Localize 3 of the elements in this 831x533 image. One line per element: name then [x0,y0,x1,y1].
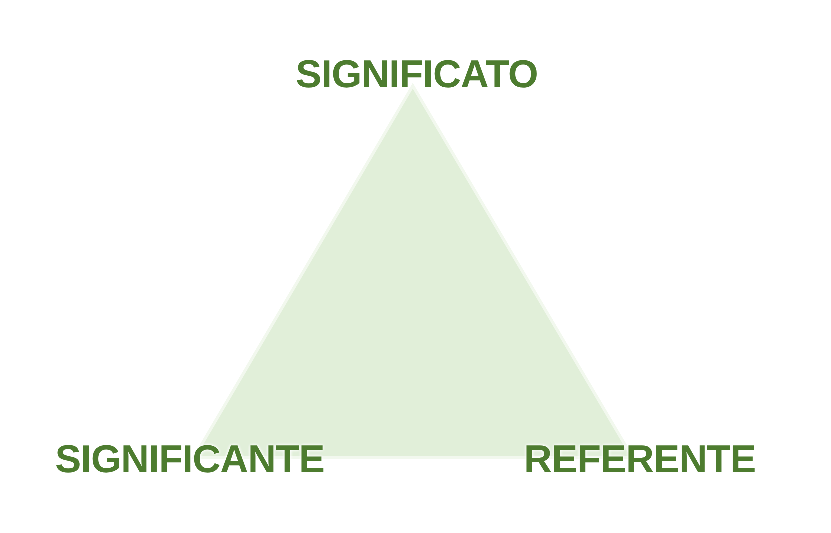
corner-label: SIGNIFICATO [296,56,538,94]
corner-label: SIGNIFICANTE [55,440,325,480]
corner-label: REFERENTE [524,440,756,480]
